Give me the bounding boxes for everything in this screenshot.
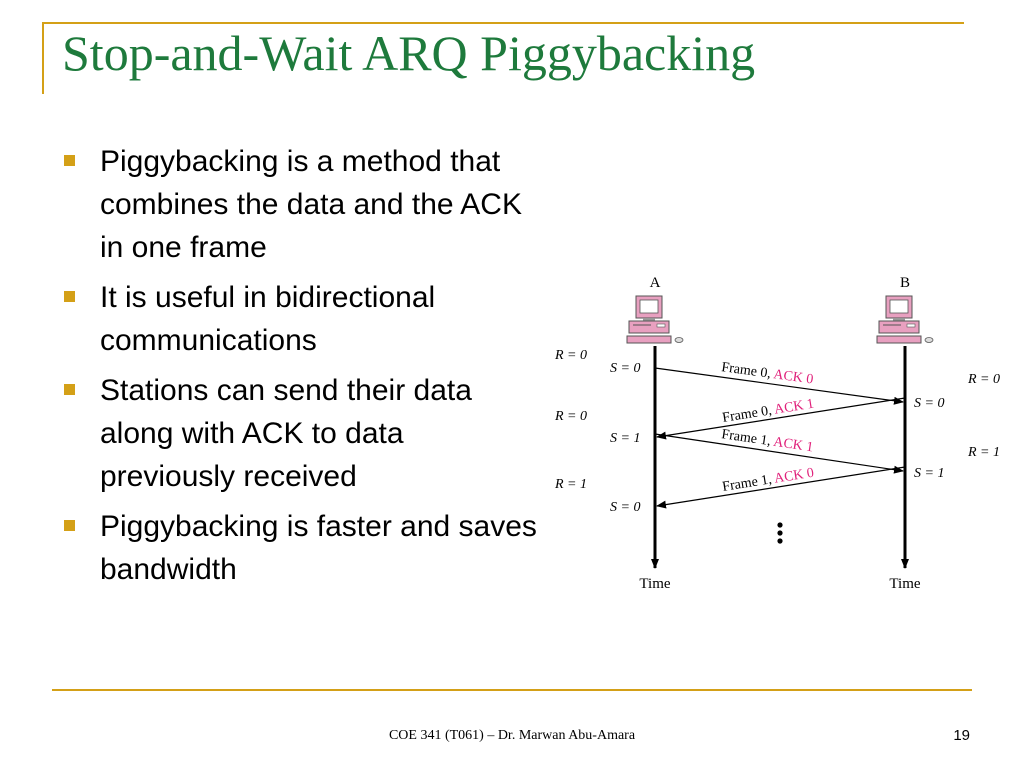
a-receive-state: R = 1 — [554, 477, 587, 492]
square-bullet-icon — [64, 520, 75, 531]
bullet-item: It is useful in bidirectional communicat… — [62, 276, 542, 362]
b-receive-state: R = 0 — [967, 372, 1000, 387]
a-send-state: S = 0 — [610, 500, 640, 515]
b-send-state: S = 1 — [914, 466, 944, 481]
page-number: 19 — [953, 727, 970, 744]
message-arrow-b-to-a — [656, 397, 906, 440]
a-receive-state: R = 0 — [554, 409, 587, 424]
a-receive-state: R = 0 — [554, 348, 587, 363]
square-bullet-icon — [64, 291, 75, 302]
bullet-text: It is useful in bidirectional communicat… — [100, 281, 436, 357]
a-send-state: S = 0 — [610, 361, 640, 376]
continuation-dots-icon — [777, 522, 783, 544]
bullet-text: Piggybacking is faster and saves bandwid… — [100, 510, 537, 586]
slide-footer: COE 341 (T061) – Dr. Marwan Abu-Amara — [388, 728, 636, 743]
piggybacking-sequence-diagram: A B Time Time R = 0 S = 0 R = 0 S = 1 R … — [554, 275, 1000, 592]
bullet-list: Piggybacking is a method that combines t… — [62, 140, 542, 598]
message-label: Frame 0, ACK 0 — [720, 360, 814, 387]
b-receive-state: R = 1 — [967, 445, 1000, 460]
computer-a-icon — [626, 295, 684, 344]
frame-label: Frame 0, — [720, 360, 771, 382]
square-bullet-icon — [64, 384, 75, 395]
message-label: Frame 1, ACK 1 — [720, 427, 814, 455]
station-a-label: A — [650, 275, 661, 291]
square-bullet-icon — [64, 155, 75, 166]
ack-label: ACK 0 — [772, 367, 814, 387]
message-arrow-a-to-b — [654, 367, 904, 405]
time-label-a: Time — [639, 576, 670, 592]
bullet-item: Stations can send their data along with … — [62, 369, 542, 498]
ack-label: ACK 1 — [772, 435, 814, 456]
station-b-label: B — [900, 275, 910, 291]
bullet-text: Piggybacking is a method that combines t… — [100, 145, 522, 264]
time-label-b: Time — [889, 576, 920, 592]
message-label: Frame 1, ACK 0 — [721, 466, 815, 495]
computer-b-icon — [876, 295, 934, 344]
a-send-state: S = 1 — [610, 431, 640, 446]
ack-label: ACK 0 — [773, 466, 815, 487]
bullet-item: Piggybacking is a method that combines t… — [62, 140, 542, 269]
title-frame-top-rule — [42, 22, 964, 24]
ack-label: ACK 1 — [773, 397, 815, 418]
bullet-item: Piggybacking is faster and saves bandwid… — [62, 505, 542, 591]
slide-title: Stop-and-Wait ARQ Piggybacking — [62, 25, 756, 81]
footer-divider — [52, 689, 972, 691]
title-frame-left-rule — [42, 22, 44, 94]
message-label: Frame 0, ACK 1 — [721, 397, 815, 426]
message-arrow-b-to-a — [656, 466, 906, 509]
frame-label: Frame 1, — [720, 427, 771, 449]
bullet-text: Stations can send their data along with … — [100, 374, 472, 493]
message-arrow-a-to-b — [654, 433, 904, 474]
b-send-state: S = 0 — [914, 396, 944, 411]
